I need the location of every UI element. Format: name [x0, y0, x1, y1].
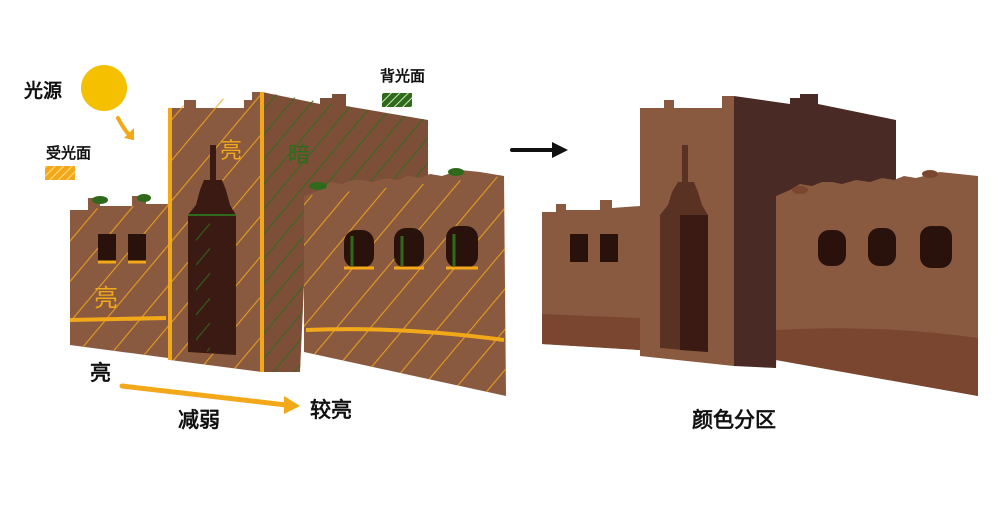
color-zoned-building [542, 94, 978, 396]
light-falloff-arrow-icon [119, 383, 300, 414]
lit-face-swatch [45, 166, 75, 180]
window [128, 234, 146, 262]
annotated-building [69, 92, 506, 396]
weaken-label: 减弱 [178, 408, 220, 432]
sun-icon [81, 65, 127, 111]
window [394, 228, 424, 268]
transform-arrow-icon [510, 142, 568, 158]
tower-dark-mark: 暗 [288, 143, 310, 168]
sun-arrow-icon [116, 116, 134, 140]
tower-bright-mark: 亮 [220, 139, 242, 164]
brighter-label: 较亮 [310, 398, 352, 422]
left-wall-bright-mark: 亮 [94, 284, 118, 312]
window [446, 226, 478, 268]
color-zones-caption: 颜色分区 [692, 408, 776, 432]
window [98, 234, 116, 262]
window [344, 230, 374, 268]
shadow-face-swatch [382, 93, 412, 107]
shadow-face-label: 背光面 [380, 67, 426, 85]
light-source-label: 光源 [24, 80, 63, 102]
lit-face-label: 受光面 [46, 144, 92, 162]
bright-label: 亮 [90, 361, 111, 385]
